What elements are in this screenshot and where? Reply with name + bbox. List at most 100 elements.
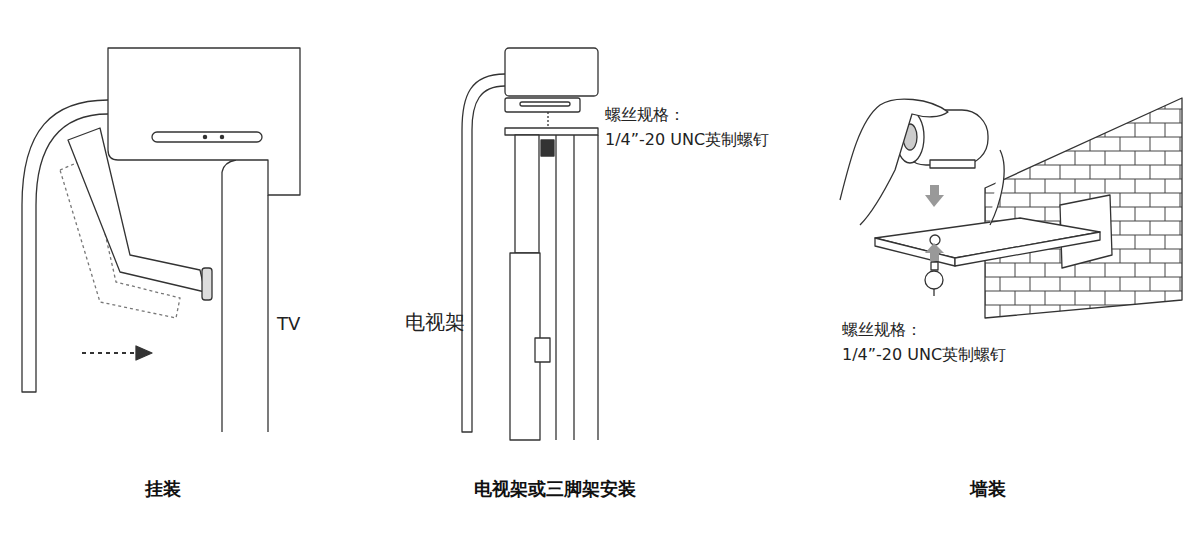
- stand-mount-part: [505, 48, 598, 96]
- wall-mount-part: [1075, 319, 1076, 333]
- stand-mount-part: [597, 135, 598, 440]
- wall-mount-part: [985, 333, 1182, 334]
- wall-mount-part: [1150, 193, 1151, 207]
- wall-mount-part: [1180, 137, 1181, 151]
- wall-mount-part: [1150, 277, 1151, 291]
- stand-mount-part: [555, 135, 556, 440]
- hanging-mount-part: [202, 268, 212, 300]
- wall-mount-part: [1195, 235, 1196, 249]
- wall-mount-part: [1195, 291, 1196, 305]
- section-caption: 电视架或三脚架安装: [405, 478, 705, 500]
- wall-mount-part: [1000, 109, 1001, 123]
- wall-mount-part: [985, 123, 1182, 124]
- hanging-mount-part: [136, 346, 152, 360]
- wall-mount-part: [985, 95, 986, 109]
- wall-mount-part: [1090, 305, 1091, 319]
- wall-mount-part: [925, 195, 944, 207]
- wall-mount-part: [933, 289, 934, 296]
- wall-mount-part: [990, 150, 1004, 225]
- wall-mount-part: [985, 165, 1182, 166]
- wall-mount-part: [1060, 277, 1061, 291]
- hanging-mount-part: [267, 195, 268, 432]
- stand-mount-part: [541, 140, 554, 156]
- wall-mount-part: [1000, 137, 1001, 151]
- wall-mount-part: [1120, 333, 1121, 347]
- wall-mount-part: [875, 238, 955, 266]
- wall-mount-part: [955, 232, 1100, 266]
- label: 1/4”-20 UNC英制螺钉: [842, 345, 1006, 364]
- wall-mount-part: [1090, 333, 1091, 347]
- section-caption: 墙装: [888, 478, 1088, 500]
- wall-mount-part: [1045, 263, 1046, 277]
- wall-mount-part: [930, 253, 939, 261]
- wall-mount-part: [931, 262, 938, 270]
- wall-mount-part: [1015, 123, 1016, 137]
- wall-mount-part: [1105, 179, 1106, 193]
- wall-mount-part: [1015, 263, 1016, 277]
- wall-mount-part: [1015, 179, 1016, 193]
- wall-mount-part: [1105, 123, 1106, 137]
- stand-mount-part: [462, 74, 505, 432]
- wall-mount-part: [1150, 305, 1151, 319]
- wall-mount-part: [1180, 109, 1181, 123]
- hanging-mount-part: [222, 160, 236, 172]
- hanging-mount-part: [68, 128, 205, 292]
- wall-mount-part: [1090, 165, 1091, 179]
- label: TV: [277, 313, 300, 335]
- wall-mount-part: [1165, 291, 1166, 305]
- hanging-mount-part: [108, 48, 300, 195]
- wall-mount-part: [1000, 277, 1001, 291]
- wall-mount-part: [1150, 165, 1151, 179]
- wall-mount-part: [1120, 137, 1121, 151]
- wall-mount-part: [1075, 179, 1076, 193]
- section-caption: 挂装: [63, 478, 263, 500]
- hanging-mount-part: [220, 135, 223, 138]
- wall-mount-part: [1165, 151, 1166, 165]
- wall-mount-part: [1105, 151, 1106, 165]
- wall-mount-part: [1045, 319, 1046, 333]
- wall-mount-part: [925, 271, 943, 289]
- wall-mount-part: [985, 193, 1182, 194]
- stand-mount-part: [547, 112, 548, 128]
- wall-mount-part: [1150, 249, 1151, 263]
- wall-mount-part: [1060, 109, 1061, 123]
- wall-mount-part: [1030, 305, 1031, 319]
- wall-mount-part: [985, 319, 1182, 320]
- label: 螺丝规格：: [842, 320, 922, 339]
- wall-mount-part: [1165, 123, 1166, 137]
- wall-mount-part: [1120, 165, 1121, 179]
- wall-mount-part: [1075, 95, 1076, 109]
- wall-mount-part: [1075, 291, 1076, 305]
- stand-mount-part: [505, 128, 598, 135]
- hanging-mount-part: [221, 172, 222, 432]
- wall-mount-part: [1060, 165, 1061, 179]
- wall-mount-part: [1180, 277, 1181, 291]
- wall-mount-part: [1165, 263, 1166, 277]
- wall-mount-part: [1150, 333, 1151, 347]
- wall-mount-part: [930, 235, 940, 245]
- wall-mount-part: [1135, 95, 1136, 109]
- wall-mount-part: [1030, 277, 1031, 291]
- wall-mount-part: [985, 319, 986, 333]
- hanging-mount-part: [203, 135, 206, 138]
- wall-mount-part: [1045, 291, 1046, 305]
- wall-mount-part: [1150, 221, 1151, 235]
- wall-mount-part: [985, 95, 1182, 96]
- wall-mount-part: [1195, 95, 1196, 109]
- wall-mount-part: [1105, 291, 1106, 305]
- label: 1/4”-20 UNC英制螺钉: [605, 130, 769, 149]
- wall-mount-part: [1120, 305, 1121, 319]
- wall-mount-part: [1120, 221, 1121, 235]
- wall-mount-part: [1165, 319, 1166, 333]
- wall-mount-part: [1135, 179, 1136, 193]
- wall-mount-part: [1165, 179, 1166, 193]
- wall-mount-part: [1135, 319, 1136, 333]
- wall-mount-part: [1030, 333, 1031, 347]
- wall-mount-part: [1180, 221, 1181, 235]
- wall-mount-part: [1000, 333, 1001, 347]
- wall-mount-part: [1195, 151, 1196, 165]
- wall-mount-part: [1015, 95, 1016, 109]
- wall-mount-part: [925, 243, 944, 253]
- wall-mount: [840, 95, 1200, 347]
